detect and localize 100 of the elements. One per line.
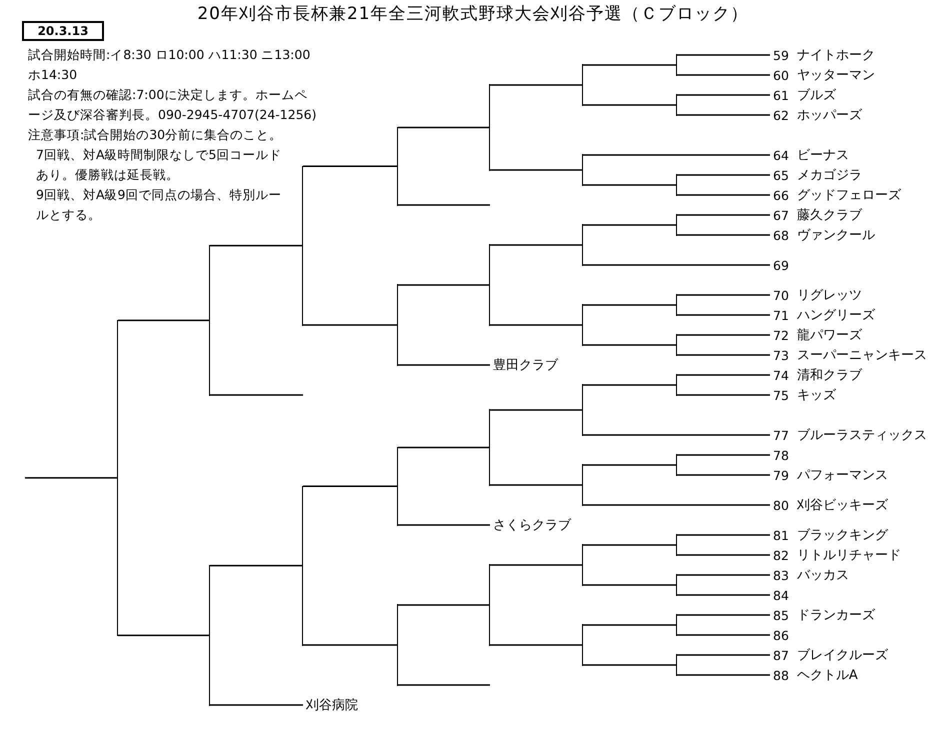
bracket-line [583,664,677,666]
bracket-line [398,446,490,448]
note-text: 試合開始時間:イ8:30 ロ10:00 ハ11:30 ニ13:00 ホ14:30 [28,46,312,84]
bracket-line [583,384,677,386]
bracket-line [118,320,210,322]
bracket-line [677,74,770,76]
date-label: 20.3.13 [22,21,104,41]
bracket-line [490,84,583,86]
bracket-line [676,294,678,316]
entry-number: 73 [773,348,789,362]
bracket-line [118,634,210,636]
bracket-line [677,654,770,656]
entry-number: 68 [773,228,789,242]
team-name: メカゴジラ [796,167,862,184]
team-name: リグレッツ [796,287,862,304]
bracket-line [677,574,770,576]
team-name: ヘクトルA [796,667,858,684]
entry-number: 82 [773,548,789,562]
entry-number: 59 [773,48,789,62]
bracket-line [677,674,770,676]
entry-number: 69 [773,258,789,272]
bracket-line [490,484,583,486]
team-name: グッドフェローズ [796,187,901,204]
entry-number: 79 [773,468,789,482]
bracket-line [397,604,398,686]
bracket-line [303,644,398,646]
bracket-line [677,394,770,396]
bracket-line [398,126,490,128]
bracket-line [582,224,584,266]
bracket-line [582,304,584,346]
bracket-line [397,446,398,526]
bracket-line [210,394,303,396]
bracket-line [210,244,303,246]
entry-number: 75 [773,388,789,402]
bracket-line [582,544,584,586]
entry-number: 60 [773,68,789,82]
bracket-line [677,54,770,56]
bracket-line [398,204,490,206]
bracket-line [677,294,770,296]
team-name: さくらクラブ [493,517,571,534]
entry-number: 72 [773,328,789,342]
bracket-line [302,486,304,646]
bracket-line [677,454,770,456]
bracket-line [677,634,770,636]
bracket-line [210,704,303,706]
bracket-line [677,94,770,96]
bracket-line [490,564,583,566]
bracket-line [490,409,583,411]
entry-number: 84 [773,588,789,602]
entry-number: 74 [773,368,789,382]
team-name: 龍パワーズ [796,327,862,344]
bracket-line [677,354,770,356]
entry-number: 65 [773,168,789,182]
bracket-line [398,684,490,686]
bracket-line [583,224,677,226]
note-text: 注意事項:試合開始の30分前に集合のこと。 [28,126,284,144]
team-name: ビーナス [796,147,849,164]
bracket-line [302,166,304,326]
bracket-line [676,214,678,236]
bracket-line [583,264,770,266]
bracket-line [677,374,770,376]
bracket-line [582,154,584,186]
team-name: パフォーマンス [796,467,888,484]
bracket-line [677,194,770,196]
bracket-line [677,314,770,316]
team-name: 刈谷ビッキーズ [796,497,888,514]
bracket-line [676,54,678,76]
entry-number: 86 [773,628,789,642]
note-text: 9回戦、対A級9回で同点の場合、特別ルールとする。 [35,186,282,224]
bracket-line [583,184,677,186]
team-name: ブルズ [796,87,836,104]
entry-number: 61 [773,88,789,102]
bracket-line [677,234,770,236]
team-name: ブラックキング [796,527,888,544]
bracket-line [398,284,490,286]
team-name: リトルリチャード [796,547,901,564]
team-name: キッズ [796,387,836,404]
bracket-line [583,434,770,436]
bracket-line [398,364,490,366]
bracket-line [677,174,770,176]
entry-number: 80 [773,498,789,512]
bracket-line [209,244,210,396]
note-text: 7回戦、対A級時間制限なしで5回コールドあり。優勝戦は延長戦。 [35,146,282,184]
team-name: 豊田クラブ [493,357,558,374]
bracket-line [677,214,770,216]
bracket-line [583,584,677,586]
note-text: 試合の有無の確認:7:00に決定します。ホームページ及び深谷審判長。090-2945-4707(24-1256) [28,86,318,124]
team-name: スーパーニャンキース [796,347,927,364]
bracket-line [676,614,678,636]
bracket-line [677,554,770,556]
bracket-line [489,564,490,646]
bracket-line [676,374,678,396]
bracket-line [210,564,303,566]
bracket-line [490,644,583,646]
entry-number: 83 [773,568,789,582]
bracket-line [489,244,490,326]
bracket-line [676,574,678,596]
bracket-line [583,544,677,546]
bracket-line [583,104,677,106]
team-name: 藤久クラブ [796,207,862,224]
